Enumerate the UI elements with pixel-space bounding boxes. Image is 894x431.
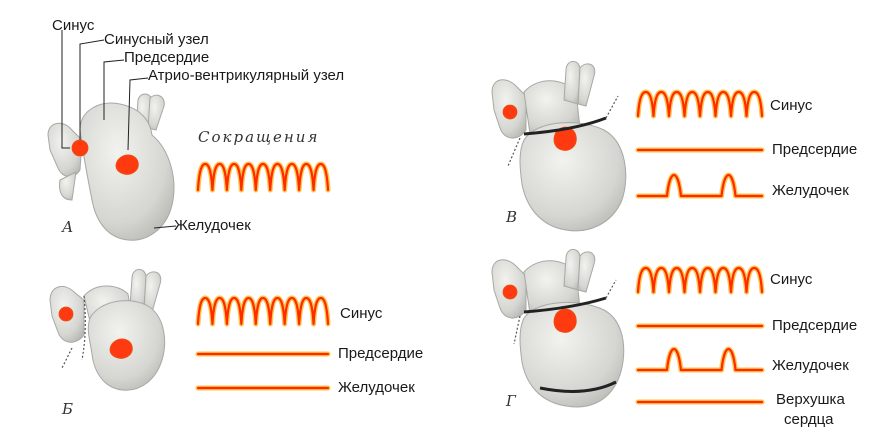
trace-ventricle-g (635, 346, 765, 373)
trace-ventricle-v (635, 172, 765, 199)
label-atrium-b: Предсердие (338, 345, 423, 362)
trace-sinus-g (635, 265, 765, 295)
label-sinus-b: Синус (340, 305, 383, 322)
heart-v (491, 61, 627, 232)
trace-sinus-b (195, 295, 331, 327)
label-sinus-node: Синусный узел (104, 31, 209, 48)
label-apex-line1: Верхушка (776, 391, 845, 408)
label-ventricle-g: Желудочек (772, 357, 849, 374)
label-sinus-a: Синус (52, 17, 95, 34)
label-atrium-v: Предсердие (772, 141, 857, 158)
ligature-v (523, 116, 607, 136)
sinus-node-v (502, 104, 518, 120)
ventricle-g (519, 301, 625, 408)
panel-b: Б Синус Предсердие Желудочек (49, 269, 423, 418)
heart-b (49, 269, 166, 391)
sinus-node-a (71, 139, 89, 157)
av-node-g (553, 308, 577, 333)
ligature-g (523, 296, 607, 314)
av-node-a (115, 154, 139, 175)
ligature-apex-g (539, 380, 617, 393)
label-atrium-g: Предсердие (772, 317, 857, 334)
label-ventricle-a: Желудочек (174, 217, 251, 234)
label-ventricle-b: Желудочек (338, 379, 415, 396)
sinus-node-b (58, 306, 74, 322)
panel-letter-g: Г (505, 392, 517, 410)
ventricle-v (519, 122, 627, 232)
trace-contractions-a (195, 161, 331, 193)
panel-g: Г Синус Предсердие Желудочек Верхушка се… (491, 249, 857, 428)
label-atrium-a: Предсердие (124, 49, 209, 66)
sinus-venosus-a (47, 122, 83, 177)
label-apex-line2: сердца (784, 411, 834, 428)
panel-letter-b: Б (61, 400, 73, 418)
sinus-node-g (502, 284, 518, 300)
label-sinus-v: Синус (770, 97, 813, 114)
label-av-node: Атрио-вентрикулярный узел (148, 67, 344, 84)
label-sinus-g: Синус (770, 271, 813, 288)
panel-letter-a: А (61, 218, 73, 236)
heart-a (47, 93, 175, 241)
panel-a: Синус Синусный узел Предсердие Атрио-вен… (47, 17, 344, 241)
heart-g (491, 249, 625, 408)
label-contractions: Сокращения (198, 128, 319, 146)
panel-letter-v: В (505, 208, 517, 226)
panel-v: В Синус Предсердие Желудочек (491, 61, 857, 232)
trace-sinus-v (635, 89, 765, 119)
label-ventricle-v: Желудочек (772, 182, 849, 199)
av-node-b (109, 338, 133, 359)
